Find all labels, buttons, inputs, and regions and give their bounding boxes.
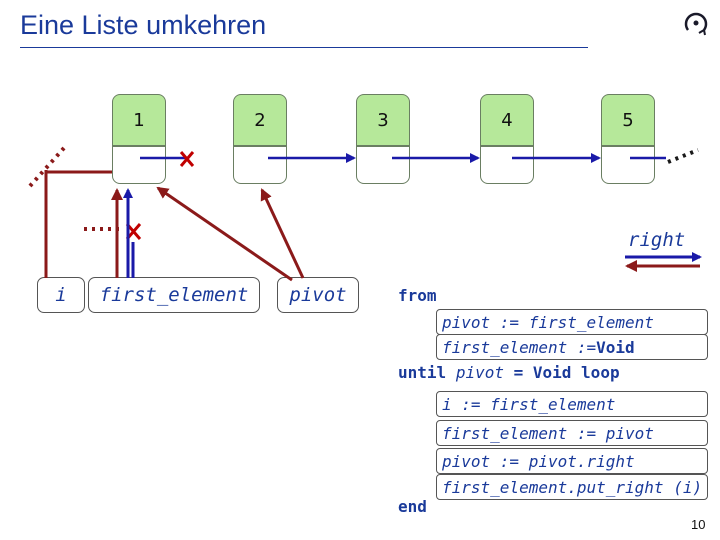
node-1-item: 1 xyxy=(112,94,166,146)
variable-pivot-box: pivot xyxy=(277,277,359,313)
node-1-right-field xyxy=(112,146,166,184)
first-element-void xyxy=(84,227,135,278)
node-5-right-field xyxy=(601,146,655,184)
code-loop-3: pivot := pivot.right xyxy=(436,448,708,474)
node-5-item: 5 xyxy=(601,94,655,146)
code-loop-4: first_element.put_right (i) xyxy=(436,474,708,500)
keyword-from: from xyxy=(398,286,437,305)
keyword-until: until xyxy=(398,363,447,382)
pivot-to-node-1-arrow xyxy=(156,186,293,282)
link-5-void xyxy=(630,148,699,164)
code-until-rest: = Void loop xyxy=(503,363,620,382)
logo-icon xyxy=(684,12,708,36)
title-underline xyxy=(20,47,588,48)
code-init-2: first_element := Void xyxy=(436,334,708,360)
right-direction-arrow xyxy=(625,252,702,272)
code-init-1-text: pivot := first_element xyxy=(442,312,654,332)
pivot-to-node-2-arrow xyxy=(260,188,305,279)
code-loop-1: i := first_element xyxy=(436,391,708,417)
code-init-1: pivot := first_element xyxy=(436,309,708,335)
node-3-item: 3 xyxy=(356,94,410,146)
node-4-item: 4 xyxy=(480,94,534,146)
code-init-2-void: Void xyxy=(596,337,635,357)
code-init-2-text: first_element := xyxy=(442,337,597,357)
right-label: right xyxy=(628,229,686,251)
variable-first-element-box: first_element xyxy=(88,277,260,313)
node-4-right-field xyxy=(480,146,534,184)
code-until-line: until pivot = Void loop xyxy=(398,363,620,382)
variable-i-box: i xyxy=(37,277,85,313)
slide-title: Eine Liste umkehren xyxy=(20,10,267,40)
code-loop-2: first_element := pivot xyxy=(436,420,708,446)
cross-void-1 xyxy=(179,151,195,167)
node-2-right-field xyxy=(233,146,287,184)
i-void-reference xyxy=(28,146,112,278)
node-2-item: 2 xyxy=(233,94,287,146)
page-number: 10 xyxy=(691,517,706,532)
node-3-right-field xyxy=(356,146,410,184)
code-until-pivot: pivot xyxy=(455,363,504,382)
keyword-end: end xyxy=(398,497,427,516)
